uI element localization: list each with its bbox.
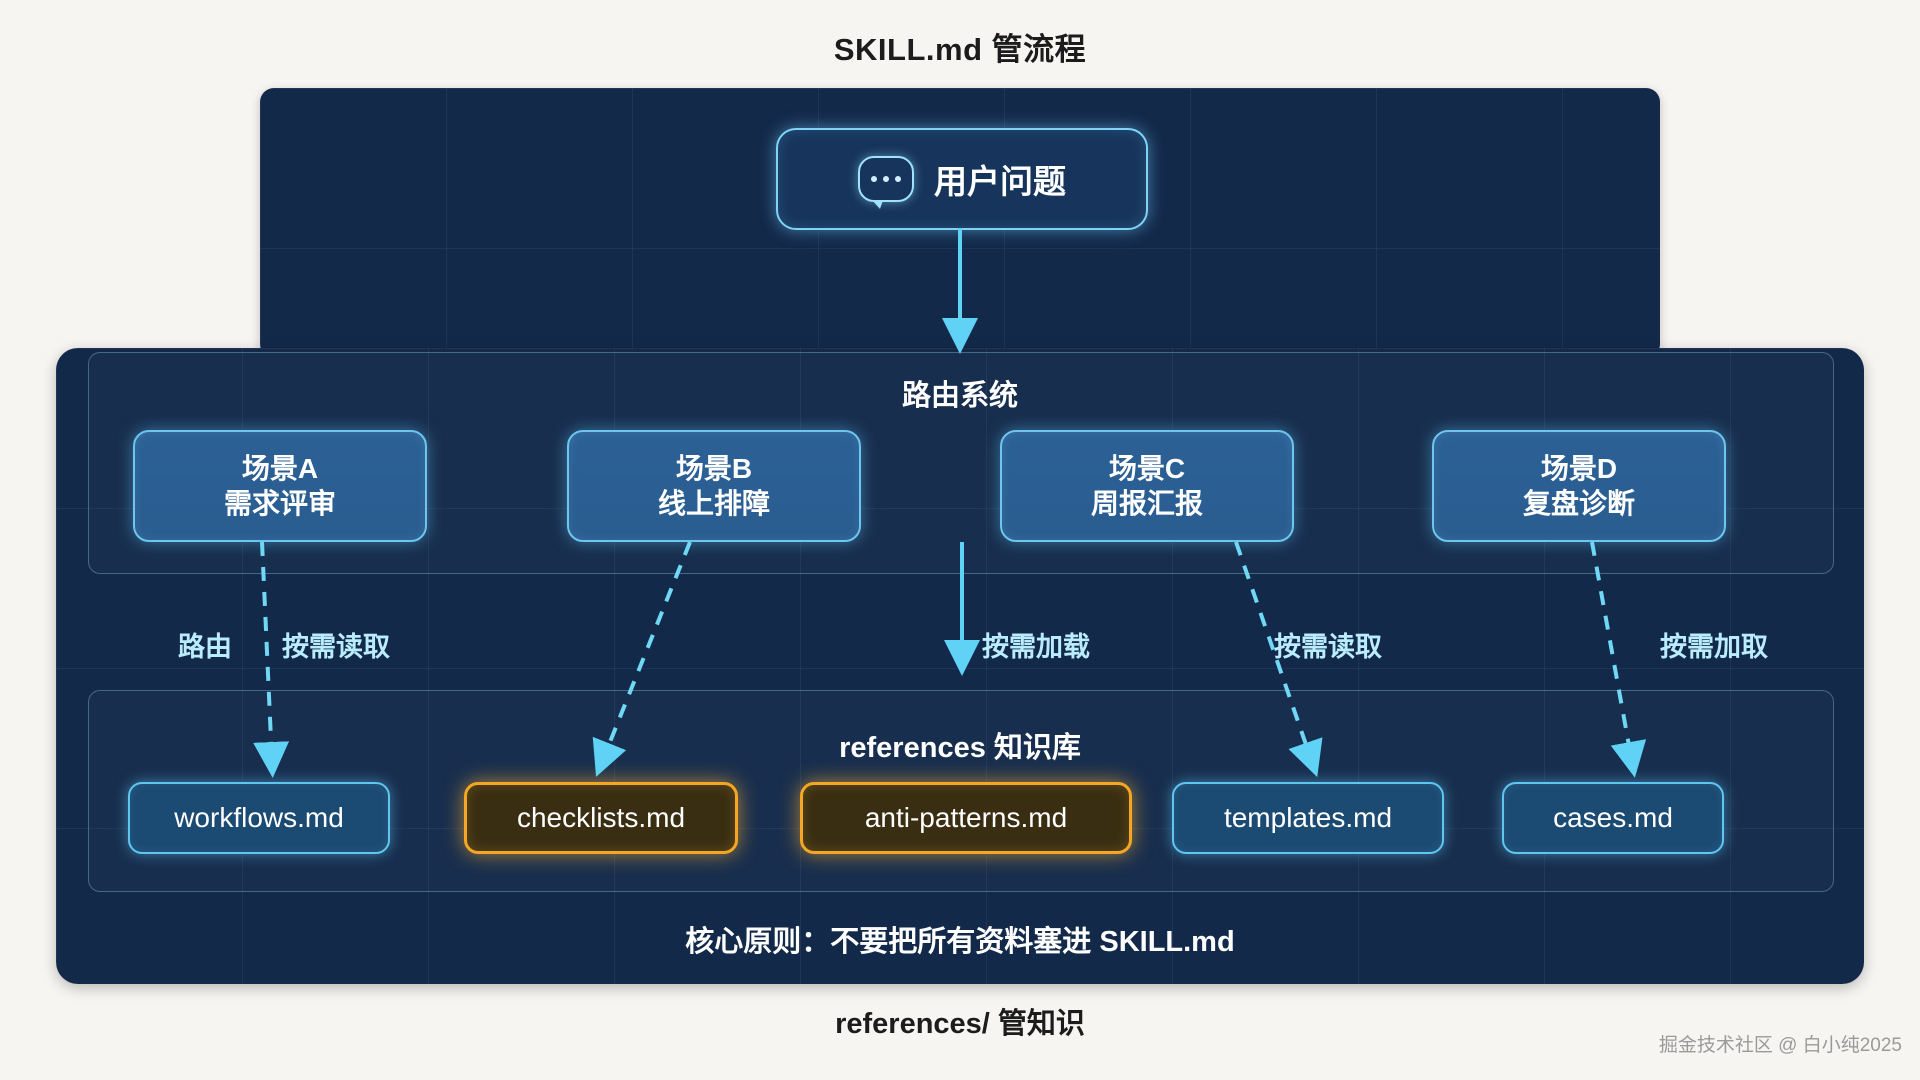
scene-a-code: 场景A [241,453,319,484]
edge-label-ondemand-read-c: 按需读取 [1274,632,1382,662]
edge-label-route: 路由 [178,632,232,662]
scene-c-code: 场景C [1108,453,1186,484]
node-user-question[interactable]: 用户问题 [776,128,1148,230]
edge-label-ondemand-load: 按需加载 [982,632,1090,662]
page-title-bottom: references/ 管知识 [835,1008,1085,1040]
file-checklists-label: checklists.md [516,802,686,833]
knowledge-base-group-label: references 知识库 [839,732,1081,764]
node-scene-d[interactable]: 场景D 复盘诊断 [1432,430,1726,542]
node-file-checklists[interactable]: checklists.md [464,782,738,854]
scene-c-name: 周报汇报 [1090,488,1203,519]
watermark-text: 掘金技术社区 @ 白小纯2025 [1658,1035,1902,1056]
file-anti-patterns-label: anti-patterns.md [864,802,1068,833]
knowledge-base-group [88,690,1834,892]
edge-label-ondemand-read-a: 按需读取 [282,632,390,662]
node-file-templates[interactable]: templates.md [1172,782,1444,854]
node-file-anti-patterns[interactable]: anti-patterns.md [800,782,1132,854]
scene-b-name: 线上排障 [657,488,770,519]
scene-d-code: 场景D [1540,453,1618,484]
file-cases-label: cases.md [1553,802,1673,833]
node-scene-c[interactable]: 场景C 周报汇报 [1000,430,1294,542]
node-file-workflows[interactable]: workflows.md [128,782,390,854]
scene-b-code: 场景B [675,453,753,484]
file-templates-label: templates.md [1223,802,1393,833]
node-file-cases[interactable]: cases.md [1502,782,1724,854]
router-group-label: 路由系统 [901,380,1018,412]
node-user-question-label: 用户问题 [934,163,1066,200]
page-title-top: SKILL.md 管流程 [833,32,1087,67]
scene-d-name: 复盘诊断 [1522,488,1635,519]
node-scene-a[interactable]: 场景A 需求评审 [133,430,427,542]
scene-a-name: 需求评审 [223,488,336,519]
chat-bubble-icon [858,156,914,209]
file-workflows-label: workflows.md [174,802,344,833]
edge-label-ondemand-fetch: 按需加取 [1660,632,1768,662]
core-principle-text: 核心原则：不要把所有资料塞进 SKILL.md [685,926,1235,958]
node-scene-b[interactable]: 场景B 线上排障 [567,430,861,542]
